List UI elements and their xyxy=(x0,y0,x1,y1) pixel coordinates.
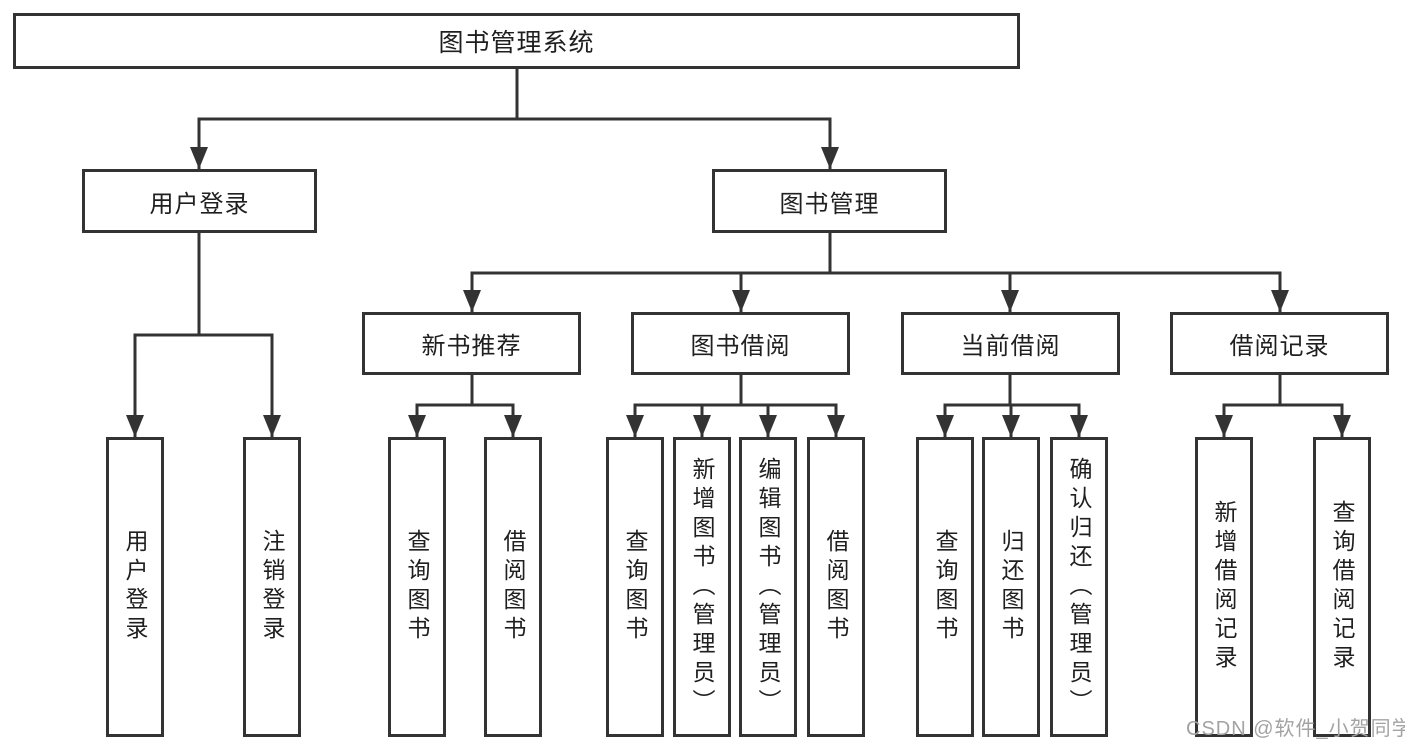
node-book-borrowing: 图书借阅 xyxy=(631,312,850,375)
node-current-borrowing: 当前借阅 xyxy=(901,312,1120,375)
leaf-return-book: 归还图书 xyxy=(982,437,1040,737)
leaf-confirm-return-admin: 确认归还（管理员） xyxy=(1050,437,1108,737)
node-book-management-system: 图书管理系统 xyxy=(13,13,1020,69)
leaf-query-borrow-record: 查询借阅记录 xyxy=(1313,437,1371,737)
user-login-subtree-connectors xyxy=(126,233,281,437)
node-user-login: 用户登录 xyxy=(82,169,317,233)
leaf-logout: 注销登录 xyxy=(243,437,301,737)
new-book-subtree-connectors xyxy=(408,375,522,437)
leaf-query-books-recommend: 查询图书 xyxy=(388,437,446,737)
node-book-management: 图书管理 xyxy=(712,169,947,233)
leaf-query-books-current: 查询图书 xyxy=(916,437,974,737)
leaf-add-book-admin: 新增图书（管理员） xyxy=(673,437,731,737)
leaf-add-borrow-record: 新增借阅记录 xyxy=(1195,437,1253,737)
leaf-borrow-books-recommend: 借阅图书 xyxy=(484,437,542,737)
book-mgmt-to-level3-connectors xyxy=(463,233,1289,312)
root-to-level2-connectors xyxy=(190,69,839,169)
leaf-user-login: 用户登录 xyxy=(106,437,164,737)
csdn-watermark: CSDN @软件_小贺同学 xyxy=(1186,718,1405,740)
leaf-query-books-borrowing: 查询图书 xyxy=(606,437,664,737)
current-borrow-subtree-connectors xyxy=(936,375,1088,437)
node-borrowing-records: 借阅记录 xyxy=(1170,312,1389,375)
leaf-edit-book-admin: 编辑图书（管理员） xyxy=(739,437,797,737)
borrow-records-subtree-connectors xyxy=(1215,375,1351,437)
book-borrow-subtree-connectors xyxy=(626,375,845,437)
leaf-borrow-books-borrowing: 借阅图书 xyxy=(807,437,865,737)
node-new-book-recommend: 新书推荐 xyxy=(362,312,581,375)
